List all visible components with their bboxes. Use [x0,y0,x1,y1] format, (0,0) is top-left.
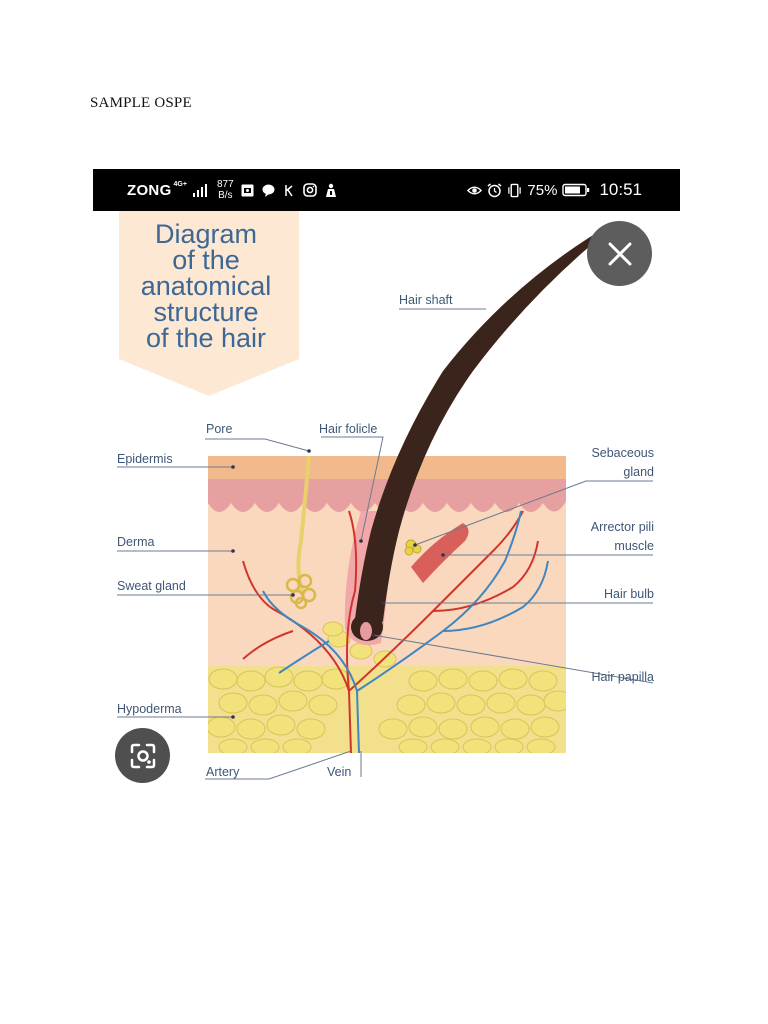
label-sebaceous-line-2: gland [623,465,654,479]
network-type: 4G+ [173,181,187,188]
status-right-group: 75% 10:51 [467,169,642,211]
instagram-icon [303,183,318,198]
vibrate-icon [507,183,522,198]
close-icon [608,242,631,265]
close-button[interactable] [587,221,652,286]
label-hypoderma: Hypoderma [117,702,182,716]
label-epidermis: Epidermis [117,452,173,466]
status-left-group: ZONG 4G+ 877 B/s [127,169,339,211]
sweat-gland-coil [285,573,317,610]
label-hair-papilla: Hair papilla [591,670,654,684]
diagram-title-line-2: of the [172,245,240,275]
chat-icon [261,183,276,198]
label-pore: Pore [206,422,232,436]
label-leader-lines [117,308,654,780]
hair-shaft [355,223,615,632]
battery-icon [562,183,590,198]
label-arrector-line-1: Arrector pili [591,520,654,534]
hair-anatomy-diagram: Diagram of the anatomical structure of t… [93,211,680,791]
epidermis-layer [208,456,566,479]
signal-icon [192,183,207,197]
label-artery: Artery [206,765,240,779]
label-sebaceous-line-1: Sebaceous [591,446,654,460]
screenshot-icon [240,183,255,198]
label-hair-bulb: Hair bulb [604,587,654,601]
diagram-title-line-1: Diagram [155,219,257,249]
clock-time: 10:51 [599,180,642,199]
phone-status-bar: ZONG 4G+ 877 B/s [93,169,680,211]
data-speed-unit: B/s [218,190,233,201]
data-speed: 877 B/s [217,179,234,201]
label-arrector-line-2: muscle [614,539,654,553]
label-vein: Vein [327,765,351,779]
k-icon [282,183,297,198]
label-hair-shaft: Hair shaft [399,293,453,307]
skin-cross-section [208,456,566,753]
document-title: SAMPLE OSPE [90,95,192,111]
app-icon [324,183,339,198]
eye-icon [467,183,483,198]
lens-icon [130,743,155,768]
battery-percent: 75% [527,181,558,199]
title-banner [119,211,299,396]
arrector-pili-muscle [411,523,469,583]
label-sweat-gland: Sweat gland [117,579,186,593]
hair-papilla [360,622,372,640]
carrier-name: ZONG [127,181,172,199]
diagram-title-line-4: structure [153,297,258,327]
sebaceous-gland [404,539,422,556]
vein-vessels [262,510,549,753]
label-derma: Derma [117,535,155,549]
diagram-title-line-3: anatomical [141,271,272,301]
lens-search-button[interactable] [115,728,170,783]
label-dots [231,449,445,719]
fat-cells [208,621,566,753]
data-speed-value: 877 [216,179,234,190]
diagram-title-line-5: of the hair [146,323,266,353]
alarm-icon [487,182,502,198]
label-hair-follicle: Hair folicle [319,422,377,436]
